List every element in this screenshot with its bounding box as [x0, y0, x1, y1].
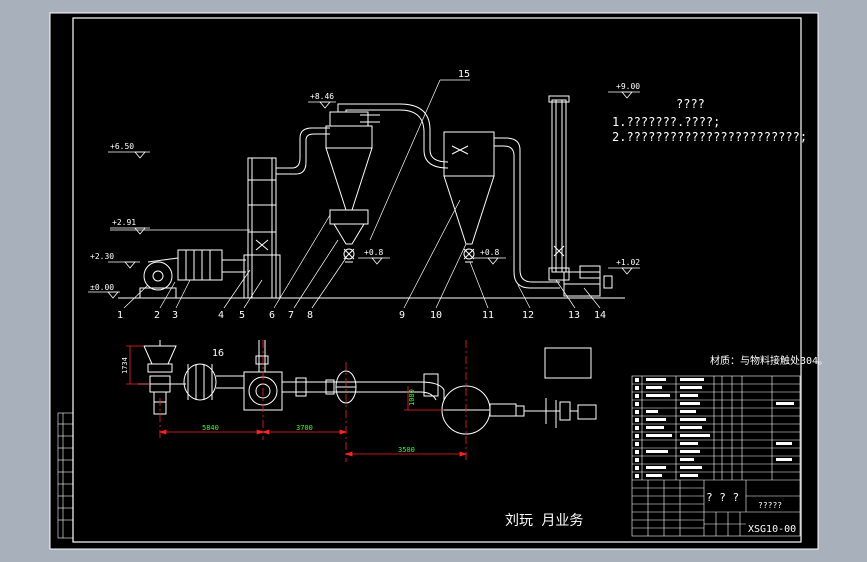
dimension-labels: 5840 3700 3500	[202, 424, 415, 454]
binding-strip	[57, 412, 74, 539]
vertical-dimension-labels: 1734 1080	[121, 357, 416, 406]
item-number: 12	[522, 310, 534, 321]
dimension-value: 5840	[202, 424, 219, 432]
item-number: 11	[482, 310, 494, 321]
item-number: 14	[594, 310, 606, 321]
title-block	[631, 375, 801, 537]
control-box	[544, 347, 592, 379]
elevation-label: +9.00	[616, 82, 640, 91]
exhaust-stack	[551, 99, 567, 273]
item-number: 1	[117, 310, 123, 321]
notes-line-2: 2.????????????????????????;	[612, 130, 807, 144]
dimension-value: 1734	[121, 357, 129, 374]
elevation-view	[118, 95, 625, 299]
dimension-lines	[126, 345, 468, 457]
item-number: 9	[399, 310, 405, 321]
title-block-text: ? ? ? ????? XSG10-00	[706, 491, 796, 535]
item-number: 2	[154, 310, 160, 321]
item-number: 8	[307, 310, 313, 321]
notes-heading: ????	[676, 97, 705, 111]
item-number-labels: 1 2 3 4 5 6 7 8 9 10 11 12 13 14 15 16	[117, 69, 606, 359]
item-number: 16	[212, 348, 224, 359]
drawing-number: XSG10-00	[748, 524, 796, 535]
item-number: 5	[239, 310, 245, 321]
dimension-value: 3700	[296, 424, 313, 432]
material-note: 材质：与物料接触处304。	[710, 354, 828, 367]
elevation-label: +0.8	[480, 248, 499, 257]
designer-signature: 刘玩 月业务	[505, 513, 583, 529]
elevation-label: ±0.00	[90, 283, 114, 292]
notes-line-1: 1.???????.????;	[612, 115, 720, 129]
item-number: 3	[172, 310, 178, 321]
dimension-value: 1080	[408, 389, 416, 406]
separator-cone	[443, 175, 495, 245]
drawing-frame	[72, 17, 802, 543]
elevation-labels: +6.50 +2.91 +2.30 ±0.00 +8.46 +0.8 +0.8 …	[90, 82, 640, 292]
centre-lines	[159, 340, 467, 462]
item-number: 6	[269, 310, 275, 321]
technical-notes: ???? 1.???????.????; 2.?????????????????…	[612, 97, 807, 144]
elevation-label: +8.46	[310, 92, 334, 101]
elevation-marks	[88, 91, 640, 299]
elevation-label: +0.8	[364, 248, 383, 257]
duct-1	[276, 127, 330, 169]
dimension-value: 3500	[398, 446, 415, 454]
item-number: 4	[218, 310, 224, 321]
title-block-unknown-short: ? ? ?	[706, 491, 739, 504]
item-number: 10	[430, 310, 442, 321]
title-block-unknown-long: ?????	[758, 501, 782, 510]
fan-housing	[143, 261, 173, 291]
elevation-label: +6.50	[110, 142, 134, 151]
parts-list-text-marks	[635, 378, 794, 478]
air-heater	[177, 249, 223, 281]
duct-2	[337, 103, 449, 163]
elevation-label: +1.02	[616, 258, 640, 267]
heater-plan	[183, 363, 217, 401]
elevation-label: +2.30	[90, 252, 114, 261]
duct-3	[494, 137, 560, 283]
elevation-label: +2.91	[112, 218, 136, 227]
item-number: 7	[288, 310, 294, 321]
item-number: 13	[568, 310, 580, 321]
leader-lines	[123, 79, 601, 309]
plan-view	[138, 340, 597, 435]
item-number: 15	[458, 69, 470, 80]
